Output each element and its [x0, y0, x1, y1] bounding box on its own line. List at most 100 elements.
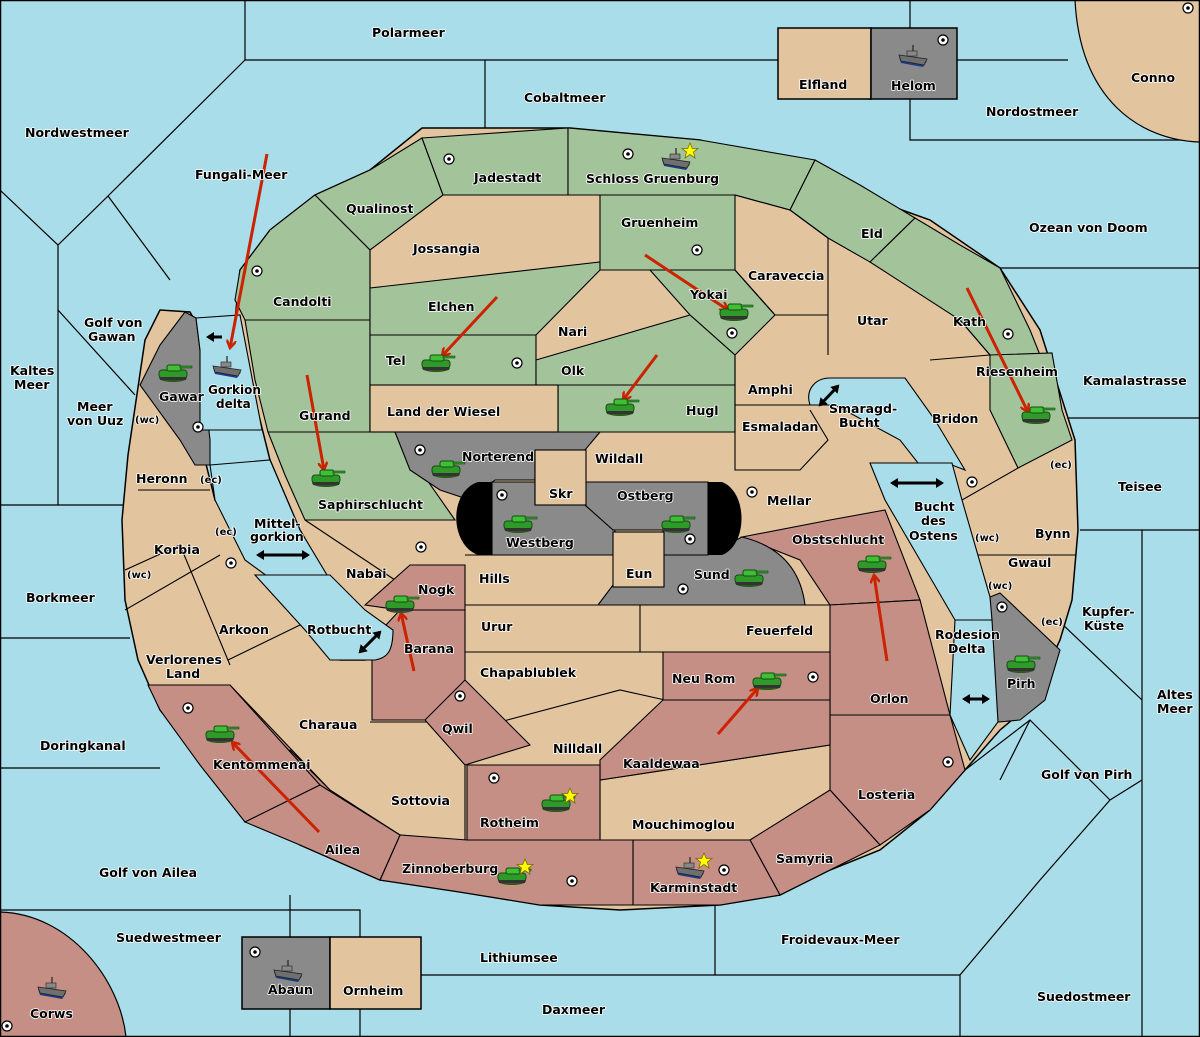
label: Abaun — [268, 982, 313, 997]
label: Hills — [479, 571, 510, 586]
label: Land — [166, 666, 200, 681]
supply-center-icon — [622, 148, 634, 160]
label: Yokai — [689, 287, 728, 302]
supply-center-icon — [454, 690, 466, 702]
label: Jadestadt — [473, 170, 541, 185]
label: Barana — [404, 641, 454, 656]
region-skr[interactable] — [534, 449, 587, 506]
label: Wildall — [595, 451, 643, 466]
supply-center-icon — [807, 671, 819, 683]
region-yokai[interactable] — [648, 269, 776, 356]
impassable-east — [708, 482, 742, 555]
label: (ec) — [1041, 617, 1063, 628]
label: Utar — [857, 313, 889, 328]
order-arrow — [232, 742, 321, 834]
label: (wc) — [135, 415, 159, 426]
label: Golf von Pirh — [1041, 767, 1132, 782]
label: von Uuz — [67, 413, 123, 428]
label: des — [921, 513, 946, 528]
label: Mellar — [767, 493, 812, 508]
sea-rodesion-delta[interactable] — [949, 619, 999, 762]
supply-center-icon — [443, 153, 455, 165]
label: Mouchimoglou — [632, 817, 735, 832]
region-land-der-wiesel[interactable] — [369, 384, 559, 433]
order-arrow — [305, 374, 324, 470]
label: Doringkanal — [40, 738, 126, 753]
label: Karminstadt — [650, 880, 737, 895]
region-barana[interactable] — [371, 609, 466, 721]
region-corws[interactable] — [0, 911, 127, 1037]
supply-center-icon — [726, 327, 738, 339]
order-arrow — [401, 613, 416, 672]
label: (ec) — [215, 527, 237, 538]
label: Nordostmeer — [986, 104, 1079, 119]
label: Nari — [558, 324, 587, 339]
label: Ostberg — [617, 488, 674, 503]
label: Sottovia — [391, 793, 450, 808]
label: Fungali-Meer — [195, 167, 288, 182]
label: Caraveccia — [748, 268, 824, 283]
label: Helom — [891, 78, 936, 93]
order-arrow — [442, 295, 499, 356]
label: Qwil — [442, 721, 473, 736]
supply-center-icon — [677, 583, 689, 595]
label: Elfland — [799, 77, 847, 92]
label: Amphi — [748, 382, 793, 397]
label: Olk — [561, 363, 585, 378]
label: Gorkion — [208, 383, 261, 397]
label: Sund — [694, 567, 730, 582]
supply-center-icon — [251, 265, 263, 277]
region-ornheim[interactable] — [329, 936, 422, 1010]
label: Pirh — [1007, 676, 1036, 691]
label: Kaaldewaa — [623, 756, 700, 771]
supply-center-icon — [414, 444, 426, 456]
region-conno[interactable] — [1074, 0, 1200, 143]
region-gruenheim[interactable] — [599, 194, 736, 271]
supply-center-icon — [192, 421, 204, 433]
order-arrow — [965, 287, 1028, 412]
label: Golf von Ailea — [99, 865, 197, 880]
sea-rotbucht[interactable] — [253, 574, 394, 661]
supply-center-icon — [249, 946, 261, 958]
label: Cobaltmeer — [524, 90, 606, 105]
label: Bynn — [1035, 526, 1070, 541]
label: Arkoon — [219, 622, 269, 637]
label: Suedostmeer — [1037, 989, 1131, 1004]
retreat-arrows — [206, 332, 990, 704]
label: Heronn — [136, 471, 188, 486]
label: Golf von — [84, 315, 143, 330]
label: Meer — [14, 377, 50, 392]
region-elfland[interactable] — [777, 27, 872, 100]
region-qwil[interactable] — [424, 679, 532, 766]
supply-center-icon — [225, 557, 237, 569]
label: Nilldall — [553, 741, 602, 756]
label: Teisee — [1118, 479, 1162, 494]
sea-smaragd-bucht[interactable] — [808, 377, 967, 472]
label: Verlorenes — [146, 652, 222, 667]
label: Kath — [953, 314, 986, 329]
order-arrow — [230, 153, 269, 348]
order-arrow — [623, 354, 659, 400]
supply-center-icon — [684, 533, 696, 545]
label: Suedwestmeer — [116, 930, 222, 945]
label: Rotheim — [480, 815, 539, 830]
label: Gruenheim — [621, 215, 698, 230]
label: Nordwestmeer — [25, 125, 130, 140]
label: Altes — [1157, 687, 1193, 702]
region-norterend[interactable] — [394, 431, 602, 501]
supply-center-icon — [415, 541, 427, 553]
region-sund[interactable] — [596, 536, 806, 606]
label: Candolti — [273, 294, 332, 309]
label: Borkmeer — [26, 590, 96, 605]
supply-center-icon — [937, 34, 949, 46]
label: Samyria — [776, 851, 834, 866]
label: (wc) — [975, 533, 999, 544]
order-arrow — [874, 575, 889, 662]
label: Daxmeer — [542, 1002, 606, 1017]
region-eun[interactable] — [612, 531, 665, 588]
label: Gurand — [299, 408, 351, 423]
region-elchen[interactable] — [369, 261, 601, 336]
label: Eld — [861, 226, 883, 241]
label: Polarmeer — [372, 25, 446, 40]
